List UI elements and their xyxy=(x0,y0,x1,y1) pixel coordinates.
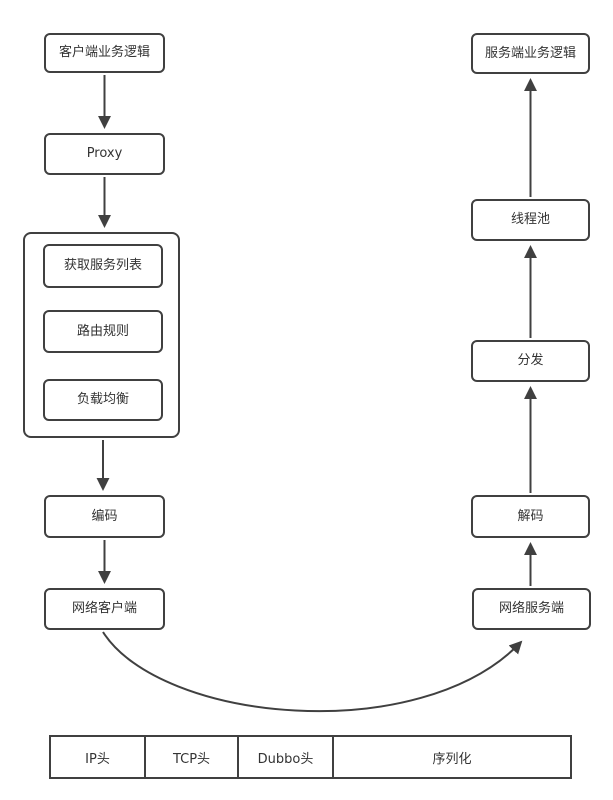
node-decode: 解码 xyxy=(471,495,590,538)
arrow-netclient-to-netserver xyxy=(102,631,523,712)
packet-cell-label: IP头 xyxy=(85,751,110,767)
node-network-client: 网络客户端 xyxy=(44,588,165,630)
node-label: Proxy xyxy=(86,146,123,162)
packet-cell-tcp-header: TCP头 xyxy=(144,737,237,777)
node-thread-pool: 线程池 xyxy=(471,199,590,241)
node-routing-rules: 路由规则 xyxy=(43,310,163,353)
node-label: 网络服务端 xyxy=(498,601,564,617)
node-get-service-list: 获取服务列表 xyxy=(43,244,163,288)
node-label: 编码 xyxy=(91,508,118,524)
node-encode: 编码 xyxy=(44,495,165,538)
node-proxy: Proxy xyxy=(44,133,165,175)
node-label: 分发 xyxy=(517,353,544,369)
node-server-business-logic: 服务端业务逻辑 xyxy=(471,33,590,74)
node-label: 网络客户端 xyxy=(71,601,137,617)
node-dispatch: 分发 xyxy=(471,340,590,382)
packet-cell-dubbo-header: Dubbo头 xyxy=(237,737,332,777)
node-client-business-logic: 客户端业务逻辑 xyxy=(44,33,165,73)
packet-structure-table: IP头 TCP头 Dubbo头 序列化 xyxy=(49,735,572,779)
packet-cell-label: TCP头 xyxy=(172,751,211,767)
node-label: 路由规则 xyxy=(76,323,129,339)
packet-cell-label: 序列化 xyxy=(432,751,472,767)
packet-cell-serialization: 序列化 xyxy=(332,737,570,777)
node-label: 获取服务列表 xyxy=(63,258,142,274)
node-label: 服务端业务逻辑 xyxy=(484,45,576,61)
node-label: 负载均衡 xyxy=(76,392,129,408)
node-label: 解码 xyxy=(517,508,544,524)
node-network-server: 网络服务端 xyxy=(472,588,591,630)
node-load-balancing: 负载均衡 xyxy=(43,379,163,421)
node-label: 线程池 xyxy=(510,212,550,228)
packet-cell-label: Dubbo头 xyxy=(257,751,314,767)
packet-cell-ip-header: IP头 xyxy=(51,737,144,777)
node-label: 客户端业务逻辑 xyxy=(58,45,150,61)
